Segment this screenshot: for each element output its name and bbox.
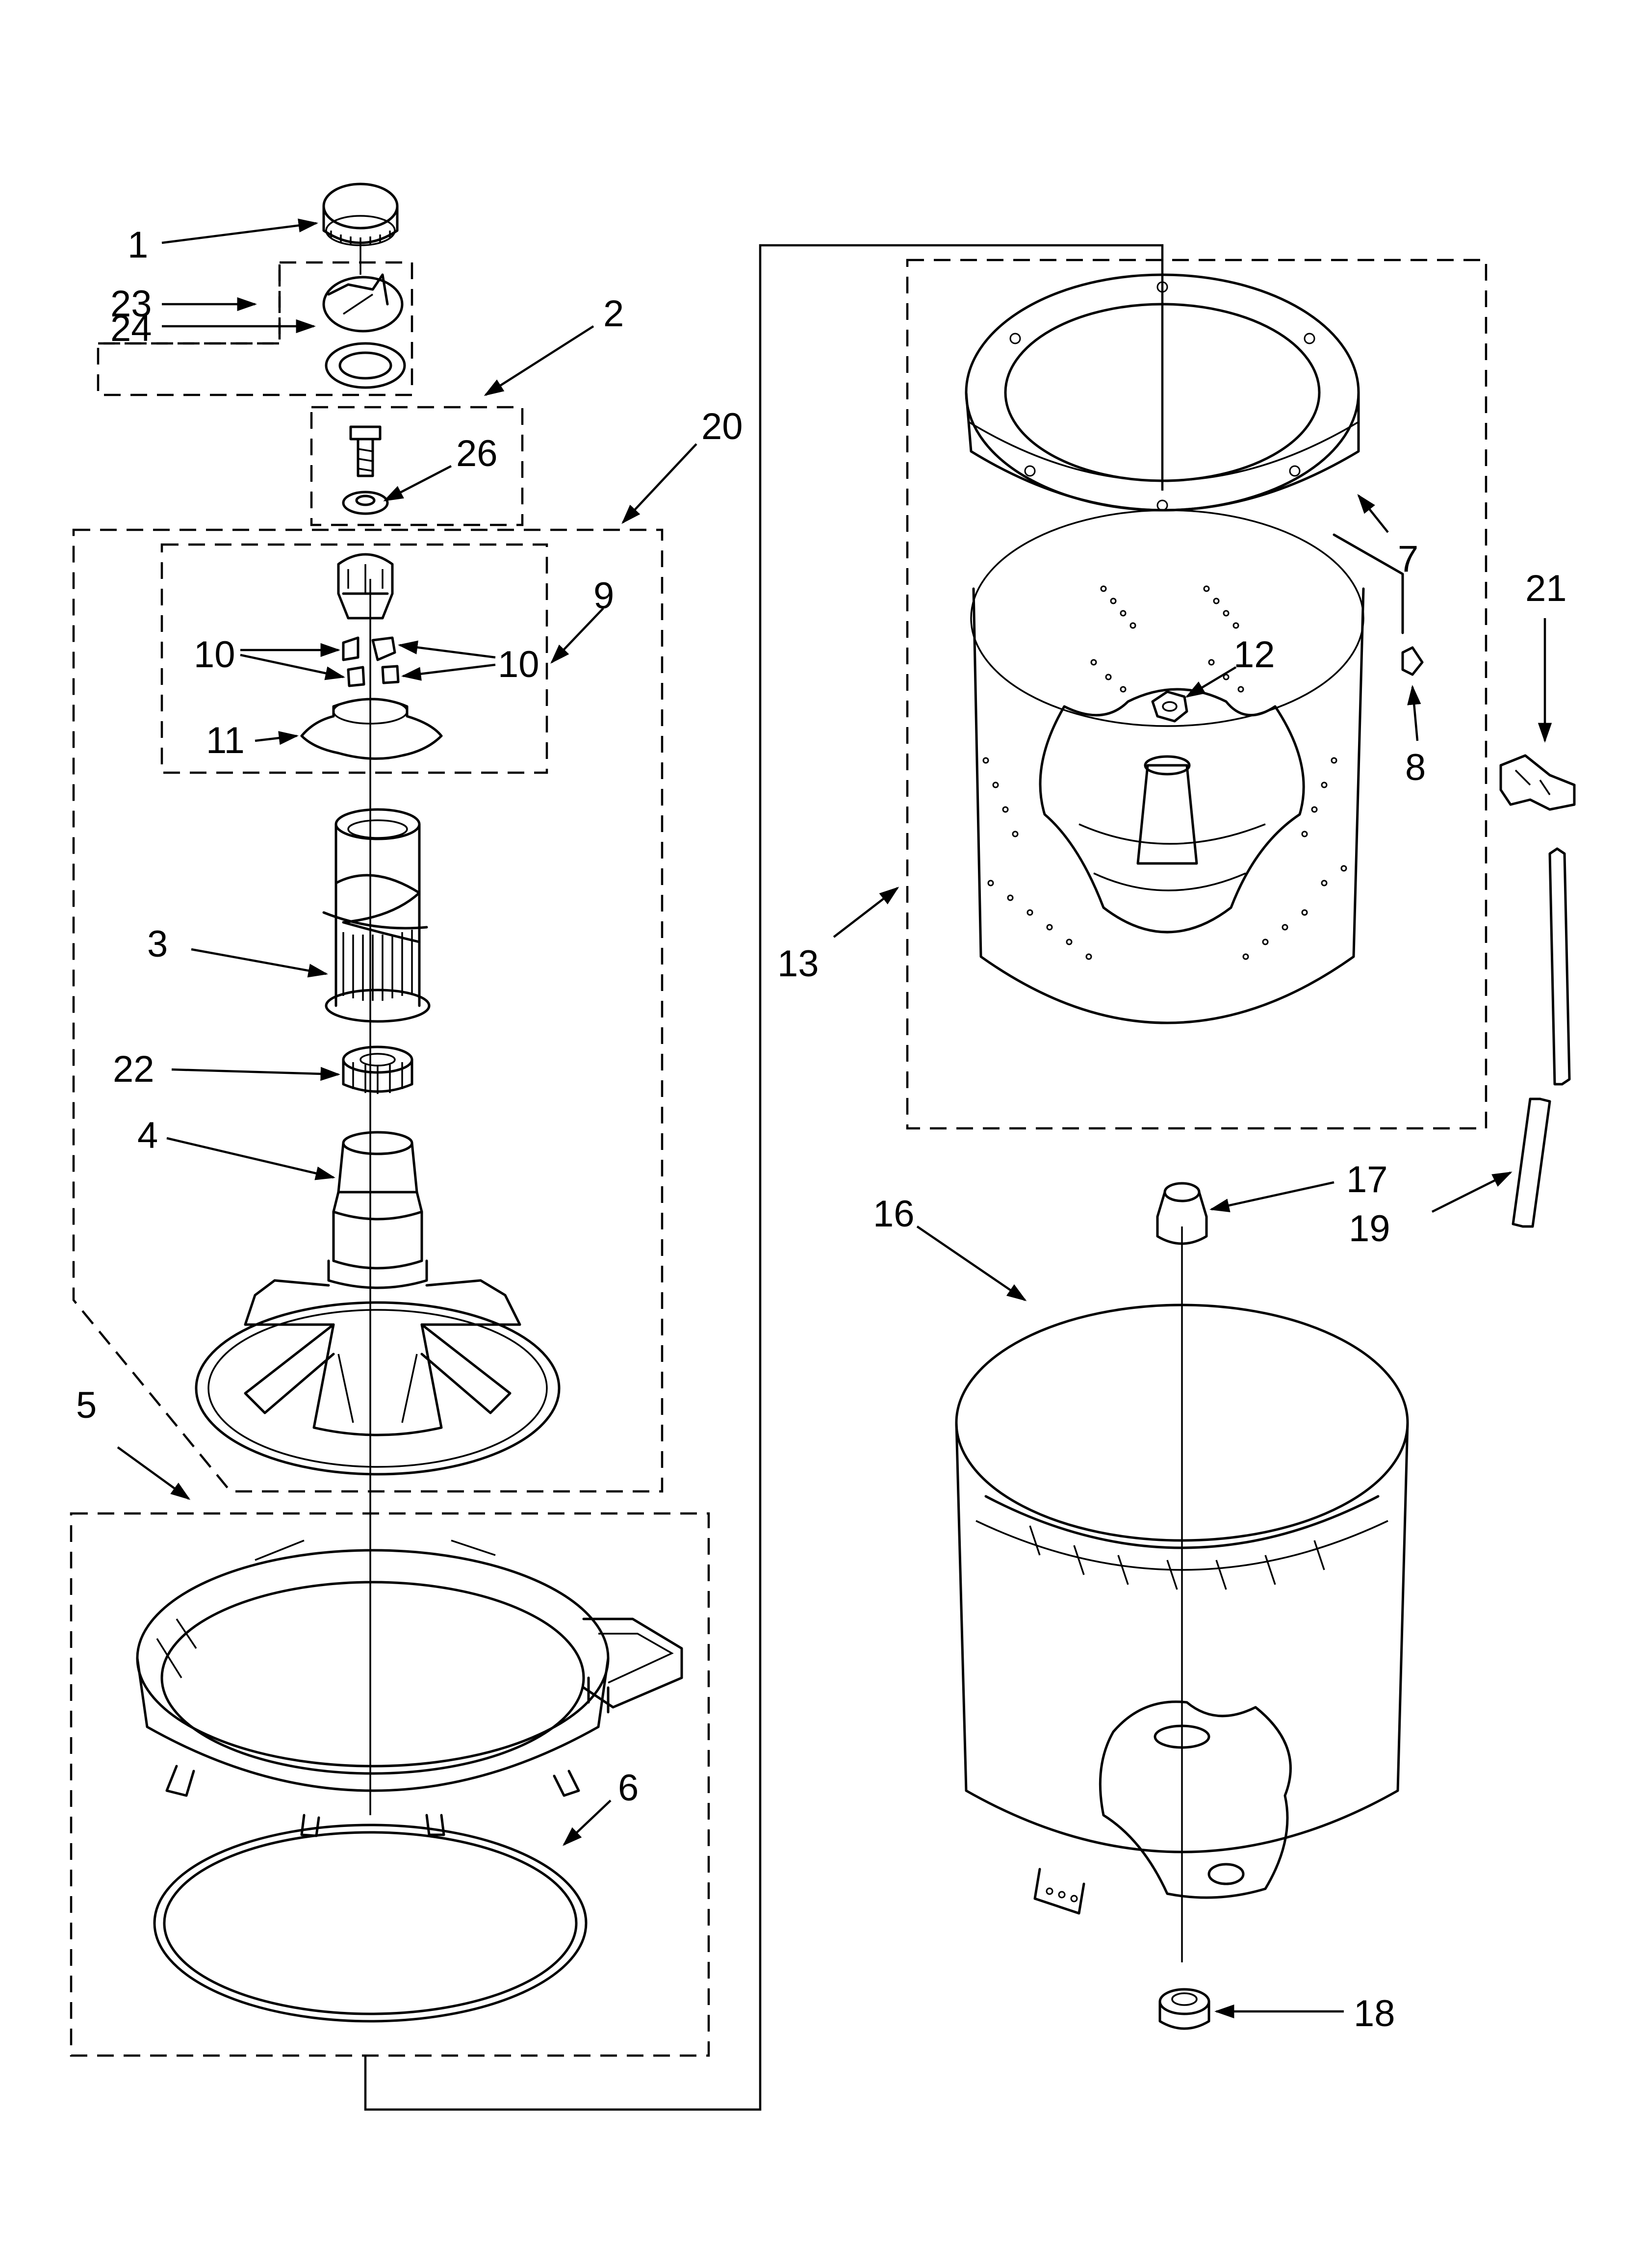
leader-19	[1431, 1171, 1513, 1213]
callout-23: 23	[110, 283, 152, 325]
box-24	[98, 262, 281, 345]
box-2	[310, 406, 524, 526]
callout-9: 9	[593, 575, 614, 617]
callout-10a: 10	[194, 634, 235, 676]
connector-13-to-5	[364, 244, 1164, 2111]
callout-10b: 10	[498, 644, 539, 685]
part-23-cam	[322, 273, 404, 333]
callout-6: 6	[618, 1767, 639, 1809]
part-8-clip	[1333, 533, 1424, 676]
group-boxes	[70, 259, 1488, 2057]
part-5-tub-ring	[136, 1539, 683, 1837]
part-16-outer-tub	[955, 1303, 1409, 1915]
part-12-nut	[1151, 690, 1188, 723]
leader-4	[166, 1137, 335, 1180]
basket-perforations	[982, 585, 1347, 960]
callout-18: 18	[1354, 1993, 1395, 2034]
leader-8	[1407, 684, 1421, 741]
leader-10b-2	[401, 663, 496, 681]
leader-10a-2	[240, 653, 345, 680]
callout-8: 8	[1405, 747, 1426, 788]
part-26-bolt	[342, 425, 389, 515]
callout-1: 1	[128, 224, 148, 266]
leader-17	[1209, 1181, 1334, 1213]
leader-20	[621, 443, 697, 524]
leader-3	[191, 948, 328, 978]
part-19-hose	[1512, 847, 1571, 1228]
box-9	[160, 543, 548, 774]
leader-12	[1185, 666, 1237, 698]
box-20	[72, 528, 664, 1493]
callout-7: 7	[1398, 538, 1418, 580]
callout-16: 16	[873, 1193, 915, 1235]
part-22-bearing	[342, 1045, 413, 1094]
leader-2	[484, 325, 594, 396]
callout-21: 21	[1525, 568, 1567, 609]
callout-17: 17	[1346, 1159, 1388, 1200]
part-1-agitator-cap	[322, 182, 399, 246]
leader-10b-1	[397, 640, 496, 659]
callout-labels: 1 2 3 4 5 6 7 8 9 10 10 11 12 13 16 17 1…	[76, 224, 1567, 2034]
leader-13	[833, 886, 899, 938]
callout-12: 12	[1233, 634, 1275, 676]
part-9-dog-assembly	[337, 553, 394, 620]
leader-5	[117, 1446, 191, 1500]
leader-7	[1357, 494, 1389, 533]
callout-4: 4	[137, 1115, 158, 1156]
part-3-auger	[322, 808, 431, 1023]
callout-3: 3	[147, 923, 168, 965]
part-4-agitator-base	[195, 1131, 561, 1476]
leader-9	[550, 607, 604, 664]
callout-13: 13	[777, 943, 819, 985]
callout-11: 11	[206, 720, 245, 761]
part-6-seal	[153, 1824, 588, 2023]
part-18-bearing	[1158, 1988, 1210, 2030]
part-11-cam-plate	[300, 698, 443, 760]
callout-24: 24	[110, 308, 152, 349]
box-5	[70, 1512, 710, 2057]
part-10-dogs	[342, 636, 400, 687]
leader-arrows	[117, 218, 1552, 2019]
leader-11	[255, 731, 299, 745]
connector-lines	[359, 244, 1183, 2111]
leader-22	[171, 1067, 341, 1081]
part-24-washer	[325, 342, 406, 389]
leader-26	[383, 465, 452, 501]
callout-5: 5	[76, 1384, 97, 1426]
leader-16	[916, 1225, 1027, 1302]
part-13-basket	[970, 509, 1365, 1024]
callout-2: 2	[603, 293, 624, 335]
callout-19: 19	[1349, 1208, 1390, 1250]
box-23	[97, 261, 413, 396]
box-13	[906, 259, 1488, 1130]
callout-26: 26	[456, 433, 498, 474]
part-21-hose-clip	[1499, 754, 1576, 811]
leader-1	[161, 218, 319, 244]
leader-6	[563, 1799, 612, 1846]
callout-20: 20	[701, 406, 743, 447]
part-17-grommet	[1156, 1182, 1208, 1245]
callout-22: 22	[113, 1048, 154, 1090]
